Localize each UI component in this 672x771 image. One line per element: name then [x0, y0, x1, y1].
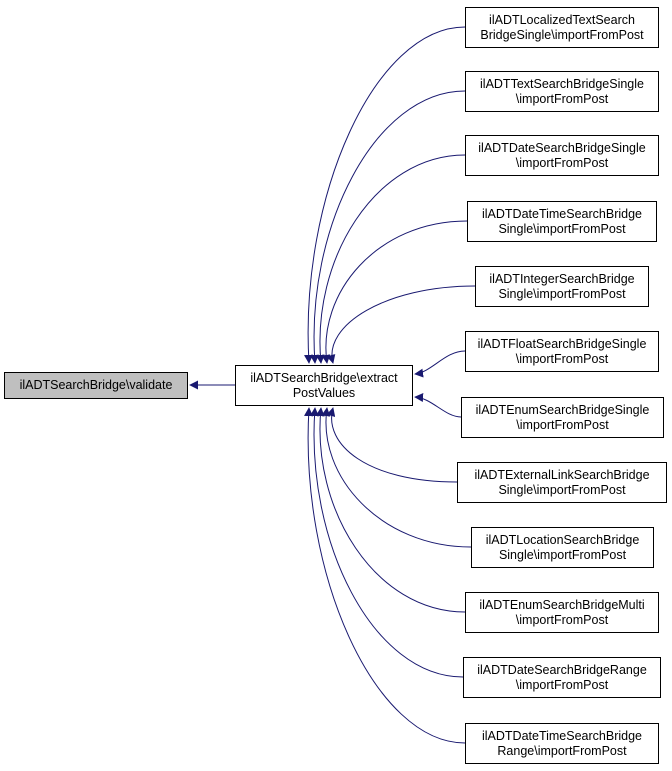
- edge-caller-10-to-extract: [315, 407, 466, 613]
- node-caller-9-label-line2: Single\importFromPost: [498, 547, 627, 562]
- node-caller-5-label-line2: Single\importFromPost: [498, 286, 626, 301]
- node-caller-4-label-line1: ilADTDateTimeSearchBridge: [481, 206, 642, 221]
- node-caller-11-label-line2: \importFromPost: [515, 677, 609, 692]
- node-caller-5-label-line1: ilADTIntegerSearchBridge: [489, 271, 635, 286]
- node-caller-3-label-line2: \importFromPost: [515, 155, 609, 170]
- node-caller-12-label-line2: Range\importFromPost: [497, 743, 627, 758]
- edge-caller-8-to-extract: [326, 407, 458, 483]
- node-caller-3[interactable]: ilADTDateSearchBridgeSingle\importFromPo…: [465, 135, 659, 176]
- node-caller-11-label-line1: ilADTDateSearchBridgeRange: [477, 662, 647, 677]
- edge-caller-5-to-extract: [326, 285, 476, 364]
- node-caller-3-label-line1: ilADTDateSearchBridgeSingle: [478, 140, 646, 155]
- edge-caller-6-to-extract: [414, 350, 466, 378]
- edge-caller-2-to-extract: [309, 90, 466, 364]
- edge-caller-1-to-extract: [304, 26, 466, 364]
- node-validate-label: ilADTSearchBridge\validate: [19, 378, 173, 392]
- edge-caller-12-to-extract: [304, 407, 466, 744]
- node-caller-2-label-line1: ilADTTextSearchBridgeSingle: [480, 76, 644, 91]
- node-caller-11[interactable]: ilADTDateSearchBridgeRange\importFromPos…: [463, 657, 661, 698]
- node-caller-7-label-line2: \importFromPost: [516, 417, 609, 432]
- node-caller-1-label-line2: BridgeSingle\importFromPost: [480, 27, 644, 42]
- node-caller-6-label-line1: ilADTFloatSearchBridgeSingle: [477, 336, 647, 351]
- edge-caller-4-to-extract: [321, 220, 468, 364]
- node-caller-8-label-line1: ilADTExternalLinkSearchBridge: [474, 467, 650, 482]
- node-caller-4-label-line2: Single\importFromPost: [498, 221, 626, 236]
- node-caller-7-label-line1: ilADTEnumSearchBridgeSingle: [475, 402, 650, 417]
- node-caller-10-label-line1: ilADTEnumSearchBridgeMulti: [479, 597, 645, 612]
- node-validate[interactable]: ilADTSearchBridge\validate: [4, 372, 188, 399]
- edge-caller-11-to-extract: [309, 407, 464, 678]
- node-caller-10[interactable]: ilADTEnumSearchBridgeMulti\importFromPos…: [465, 592, 659, 633]
- node-caller-8-label-line2: Single\importFromPost: [498, 482, 626, 497]
- node-caller-7[interactable]: ilADTEnumSearchBridgeSingle\importFromPo…: [461, 397, 664, 438]
- node-caller-6-label-line2: \importFromPost: [515, 351, 609, 366]
- node-caller-2[interactable]: ilADTTextSearchBridgeSingle\importFromPo…: [465, 71, 659, 112]
- node-caller-10-label-line2: \importFromPost: [515, 612, 609, 627]
- node-caller-6[interactable]: ilADTFloatSearchBridgeSingle\importFromP…: [465, 331, 659, 372]
- node-extract-label-line1: ilADTSearchBridge\extract: [250, 370, 398, 385]
- edge-caller-3-to-extract: [315, 154, 466, 364]
- edge-caller-7-to-extract: [414, 392, 462, 418]
- node-extract-post-values[interactable]: ilADTSearchBridge\extract PostValues: [235, 365, 413, 406]
- node-extract-label-line2: PostValues: [292, 385, 356, 400]
- node-caller-12-label-line1: ilADTDateTimeSearchBridge: [481, 728, 642, 743]
- edge-caller-9-to-extract: [321, 407, 472, 548]
- node-caller-2-label-line2: \importFromPost: [515, 91, 609, 106]
- node-caller-9-label-line1: ilADTLocationSearchBridge: [485, 532, 640, 547]
- node-caller-1-label-line1: ilADTLocalizedTextSearch: [489, 12, 635, 27]
